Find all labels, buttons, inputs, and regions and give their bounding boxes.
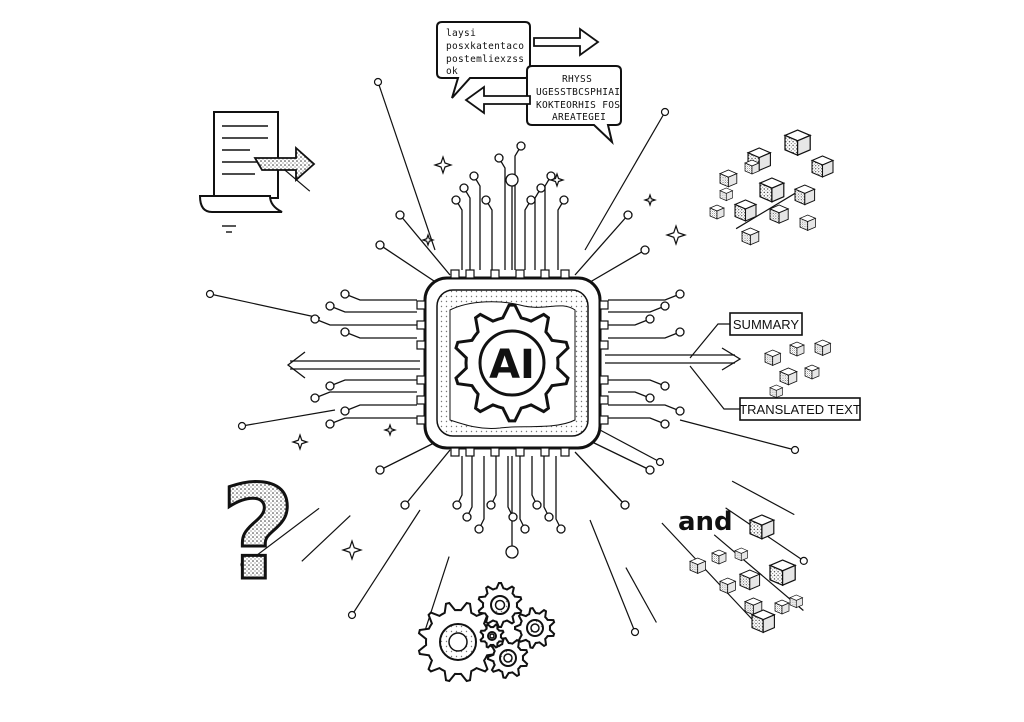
speech-bubble-left: laysi posxkatentaco postemliexzss ok [436, 21, 531, 99]
gears-cluster [417, 582, 556, 683]
bubble-right-line-4: AREATEGEI [552, 112, 606, 123]
bubble-left-line-2: posxkatentaco [446, 41, 524, 52]
ai-chip: AI [416, 269, 609, 457]
bubble-right-line-3: KOKTEORHIS FOS [536, 100, 620, 111]
ai-label: AI [489, 342, 535, 388]
circuit-nodes [310, 141, 685, 559]
bubble-right-line-1: RHYSS [562, 74, 592, 85]
summary-box: SUMMARY [689, 312, 803, 359]
flow-arrows [286, 347, 742, 379]
circuit-traces [314, 145, 681, 552]
bubble-left-line-3: postemliexzss [446, 54, 524, 65]
summary-label: SUMMARY [733, 317, 800, 332]
translated-text-label: TRANSLATED TEXT [739, 402, 861, 417]
data-cubes [689, 129, 834, 633]
translated-text-box: TRANSLATED TEXT [689, 365, 861, 421]
exchange-arrows [464, 27, 600, 115]
and-label: and [678, 507, 733, 537]
bubble-right-line-2: UGESSTBCSPHIAI [536, 87, 620, 98]
question-mark-icon: ? [220, 457, 295, 609]
speech-bubble-right: RHYSS UGESSTBCSPHIAI KOKTEORHIS FOS AREA… [526, 65, 622, 146]
sparkle-icons [291, 155, 687, 561]
radial-lines [205, 77, 808, 637]
document-icon [198, 111, 316, 233]
bubble-left-line-4: ok [446, 66, 458, 77]
bubble-left-line-1: laysi [446, 28, 476, 39]
